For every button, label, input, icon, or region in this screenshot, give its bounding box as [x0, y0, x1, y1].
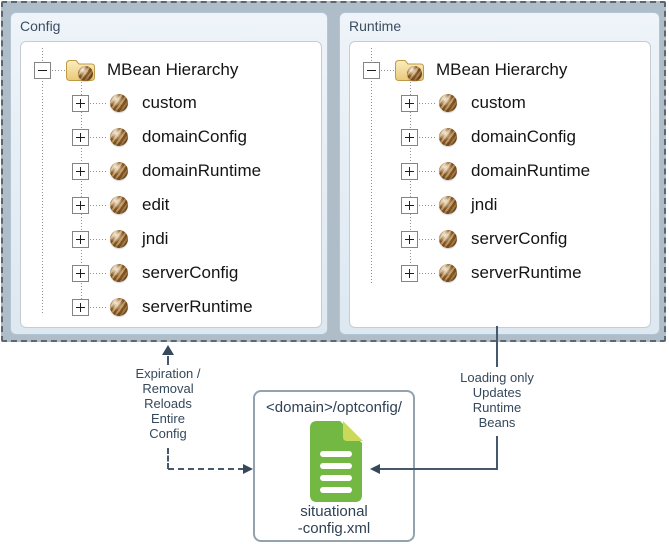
tree-item: jndi [21, 222, 321, 256]
tree-connector [419, 136, 435, 138]
expand-icon [72, 298, 89, 316]
file-name-label: situational -config.xml [297, 503, 371, 537]
mbean-icon [110, 94, 128, 112]
tree-item-label: jndi [471, 195, 498, 214]
tree-connector [419, 170, 435, 172]
tree-item-label: serverConfig [471, 229, 568, 248]
tree-item: serverConfig [350, 222, 650, 256]
solid-connector [496, 436, 498, 469]
solid-connector [379, 468, 498, 470]
solid-connector [496, 326, 498, 367]
dashed-connector [167, 356, 169, 365]
tree-item-label: domainConfig [142, 127, 247, 146]
tree-item: custom [350, 86, 650, 120]
config-panel-label: Config [20, 18, 61, 34]
tree-connector [419, 238, 435, 240]
expand-icon [72, 94, 89, 112]
tree-item: serverRuntime [21, 290, 321, 324]
expand-icon [72, 230, 89, 248]
config-panel: Config MBean Hierarchy [10, 12, 328, 335]
tree-item: domainRuntime [21, 154, 321, 188]
tree-guide-line [81, 82, 82, 308]
expand-icon [401, 162, 418, 180]
runtime-tree: MBean Hierarchy custom domainConf [349, 41, 651, 328]
tree-item-label: serverRuntime [471, 263, 582, 282]
mbean-icon [439, 264, 457, 282]
mbean-icon [439, 162, 457, 180]
dashed-connector [167, 448, 169, 469]
tree-item-label: edit [142, 195, 170, 214]
arrow-right-icon [243, 464, 253, 474]
expand-icon [401, 94, 418, 112]
expiration-annotation: Expiration / Removal Reloads Entire Conf… [135, 366, 201, 441]
collapse-icon [34, 62, 51, 79]
mbean-icon [439, 230, 457, 248]
tree-connector [90, 170, 106, 172]
xml-document-icon [309, 420, 363, 503]
mbean-icon [110, 264, 128, 282]
tree-item: domainConfig [21, 120, 321, 154]
tree-connector [419, 204, 435, 206]
tree-item: edit [21, 188, 321, 222]
runtime-panel-label: Runtime [349, 18, 402, 34]
expand-icon [401, 264, 418, 282]
expand-icon [72, 128, 89, 146]
tree-item-label: custom [142, 93, 197, 112]
tree-guide-line [42, 48, 43, 314]
mbean-icon [110, 298, 128, 316]
optconfig-file-box: <domain>/optconfig/ situational -config.… [253, 390, 415, 542]
tree-item-label: jndi [142, 229, 169, 248]
tree-item: serverConfig [21, 256, 321, 290]
tree-root-label: MBean Hierarchy [436, 60, 568, 79]
tree-connector [90, 102, 106, 104]
arrow-left-icon [370, 464, 380, 474]
expand-icon [72, 196, 89, 214]
tree-item: custom [21, 86, 321, 120]
tree-item-label: custom [471, 93, 526, 112]
tree-connector [381, 70, 394, 71]
runtime-panel: Runtime MBean Hierarchy [339, 12, 660, 335]
tree-connector [90, 238, 106, 240]
tree-root-label: MBean Hierarchy [107, 60, 239, 79]
tree-guide-line [371, 48, 372, 284]
folder-mbean-icon [394, 57, 425, 82]
dashed-connector [168, 468, 244, 470]
mbean-icon [110, 196, 128, 214]
tree-item-label: serverRuntime [142, 297, 253, 316]
tree-item-label: domainRuntime [142, 161, 262, 180]
mbean-icon [439, 128, 457, 146]
expand-icon [401, 230, 418, 248]
expand-icon [401, 128, 418, 146]
tree-item: serverRuntime [350, 256, 650, 290]
tree-item: domainConfig [350, 120, 650, 154]
tree-item: jndi [350, 188, 650, 222]
tree-connector [419, 272, 435, 274]
collapse-icon [363, 62, 380, 79]
folder-mbean-icon [65, 57, 96, 82]
arrow-up-icon [162, 345, 174, 355]
mbean-icon [110, 128, 128, 146]
mbean-icon [110, 162, 128, 180]
config-tree: MBean Hierarchy custom domainConf [20, 41, 322, 328]
mbean-icon [439, 196, 457, 214]
tree-item-label: domainConfig [471, 127, 576, 146]
mbean-icon [407, 66, 422, 81]
mbean-icon [78, 66, 93, 81]
tree-connector [90, 136, 106, 138]
tree-connector [90, 272, 106, 274]
tree-connector [90, 204, 106, 206]
tree-connector [52, 70, 65, 71]
tree-item-label: domainRuntime [471, 161, 591, 180]
tree-item: domainRuntime [350, 154, 650, 188]
optconfig-path-label: <domain>/optconfig/ [266, 399, 402, 416]
tree-connector [419, 102, 435, 104]
tree-connector [90, 306, 106, 308]
expand-icon [72, 264, 89, 282]
loading-annotation: Loading only Updates Runtime Beans [460, 370, 534, 430]
tree-item-label: serverConfig [142, 263, 239, 282]
mbean-icon [110, 230, 128, 248]
expand-icon [72, 162, 89, 180]
mbean-icon [439, 94, 457, 112]
expand-icon [401, 196, 418, 214]
